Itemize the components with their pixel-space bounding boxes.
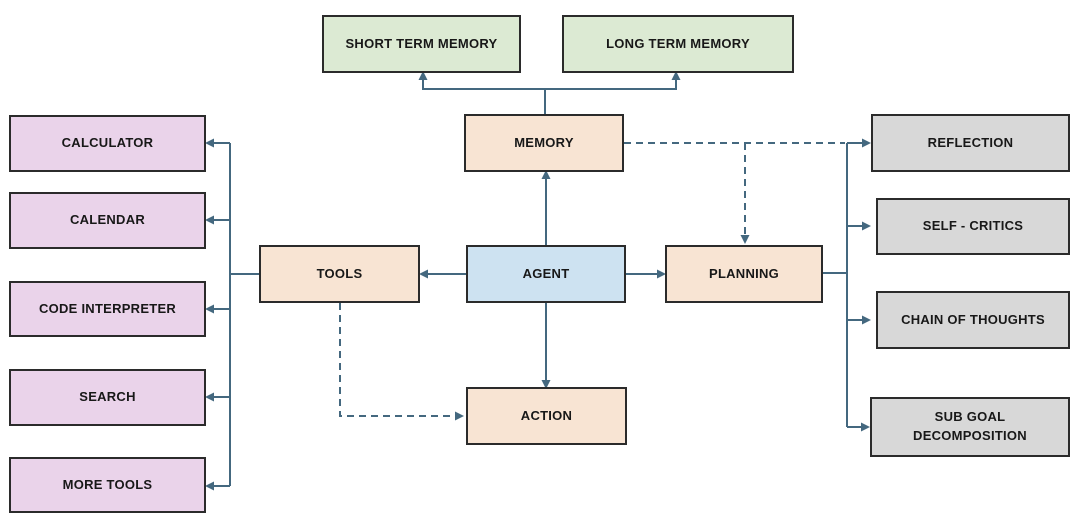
node-label: LONG TERM MEMORY [606,35,750,51]
node-label: SELF - CRITICS [922,218,1024,234]
node-label: MEMORY [514,134,574,150]
node-label: CALCULATOR [61,135,154,151]
node-label: CHAIN OF THOUGHTS [901,311,1045,327]
node-self-critics: SELF - CRITICS [876,198,1070,255]
node-label: SUB GOAL DECOMPOSITION [913,409,1027,443]
node-label: TOOLS [316,265,363,281]
node-label: SEARCH [79,389,136,405]
node-chain-of-thoughts: CHAIN OF THOUGHTS [876,291,1070,349]
node-short-term-memory: SHORT TERM MEMORY [322,15,521,73]
node-calculator: CALCULATOR [9,115,206,172]
edge-tools-to-action-dashed [339,303,464,421]
node-long-term-memory: LONG TERM MEMORY [562,15,794,73]
node-label: CODE INTERPRETER [38,300,177,316]
edge-tools-trunk [229,143,259,486]
node-calendar: CALENDAR [9,192,206,249]
node-label: MORE TOOLS [62,476,153,492]
node-label: AGENT [522,265,570,281]
node-search: SEARCH [9,369,206,426]
edge-planning-trunk [823,143,848,427]
node-tools: TOOLS [259,245,420,303]
node-reflection: REFLECTION [871,114,1070,172]
node-label: PLANNING [709,265,779,281]
node-sub-goal-decomposition: SUB GOAL DECOMPOSITION [870,397,1070,457]
node-planning: PLANNING [665,245,823,303]
node-more-tools: MORE TOOLS [9,457,206,513]
node-label: ACTION [520,407,573,423]
node-label: REFLECTION [927,134,1014,150]
node-label: CALENDAR [69,212,146,228]
node-memory: MEMORY [464,114,624,172]
node-action: ACTION [466,387,627,445]
node-code-interpreter: CODE INTERPRETER [9,281,206,337]
node-label: SHORT TERM MEMORY [345,35,498,51]
node-agent: AGENT [466,245,626,303]
